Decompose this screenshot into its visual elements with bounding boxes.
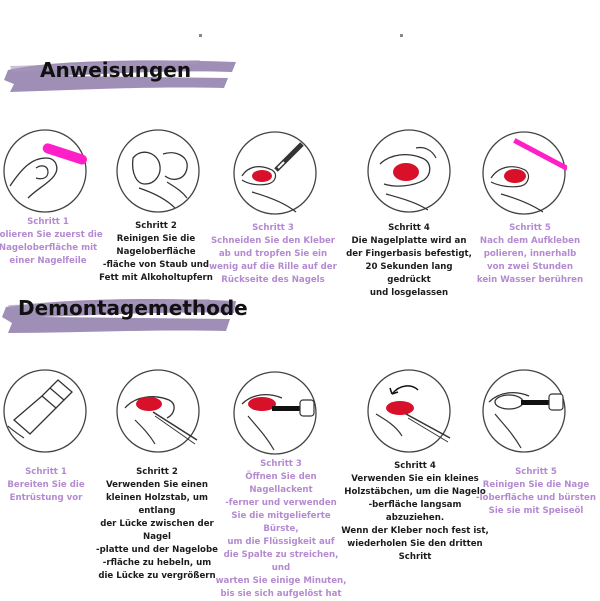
step-caption: Schritt 4 Verwenden Sie ein kleines Holz… bbox=[340, 460, 490, 564]
step-label: Schritt 2 bbox=[136, 467, 178, 477]
step-text: Bereiten Sie die Entrüstung vor bbox=[7, 480, 85, 503]
step-caption: Schritt 3 Öffnen Sie den Nagellackent -f… bbox=[214, 458, 348, 601]
step-text: Verwenden Sie ein kleines Holzstäbchen, … bbox=[341, 474, 489, 562]
step-label: Schritt 4 bbox=[388, 223, 430, 233]
step-label: Schritt 4 bbox=[394, 461, 436, 471]
brush-remover-icon bbox=[233, 371, 317, 455]
step-label: Schritt 5 bbox=[515, 467, 557, 477]
step-caption: Schritt 4 Die Nagelplatte wird an der Fi… bbox=[345, 222, 473, 300]
step-caption: Schritt 2 Verwenden Sie einen kleinen Ho… bbox=[93, 466, 221, 583]
step-caption: Schritt 3 Schneiden Sie den Kleber ab un… bbox=[209, 222, 337, 287]
step-label: Schritt 2 bbox=[135, 221, 177, 231]
step-label: Schritt 5 bbox=[509, 223, 551, 233]
step-caption: Schritt 5 Reinigen Sie die Nage -loberfl… bbox=[472, 466, 600, 518]
oil-brush-icon bbox=[482, 369, 566, 453]
alcohol-wipe-icon bbox=[116, 129, 200, 213]
nail-file-icon bbox=[3, 129, 87, 213]
step-text: Polieren Sie zuerst die Nageloberfläche … bbox=[0, 230, 103, 266]
step-text: Reinigen Sie die Nageloberfläche -fläche… bbox=[99, 234, 213, 283]
buff-nail-icon bbox=[482, 131, 567, 215]
glue-application-icon bbox=[233, 131, 317, 215]
step-label: Schritt 3 bbox=[252, 223, 294, 233]
decorative-dot bbox=[400, 34, 403, 37]
step-caption: Schritt 1 Polieren Sie zuerst die Nagelo… bbox=[0, 216, 112, 268]
press-nail-icon bbox=[367, 129, 451, 213]
step-label: Schritt 1 bbox=[25, 467, 67, 477]
step-text: Die Nagelplatte wird an der Fingerbasis … bbox=[346, 236, 472, 298]
heading-brush-stroke bbox=[2, 299, 236, 333]
heading-brush-stroke bbox=[4, 60, 236, 92]
step-text: Öffnen Sie den Nagellackent -ferner und … bbox=[215, 472, 347, 599]
step-text: Reinigen Sie die Nage -loberfläche und b… bbox=[476, 480, 596, 516]
remover-bottle-icon bbox=[3, 369, 87, 453]
section-title-instructions: Anweisungen bbox=[40, 58, 192, 82]
step-label: Schritt 1 bbox=[27, 217, 69, 227]
step-text: Verwenden Sie einen kleinen Holzstab, um… bbox=[96, 480, 218, 581]
step-caption: Schritt 5 Nach dem Aufkleben polieren, i… bbox=[466, 222, 594, 287]
peel-nail-icon bbox=[367, 369, 451, 453]
step-caption: Schritt 1 Bereiten Sie die Entrüstung vo… bbox=[0, 466, 110, 505]
section-title-removal: Demontagemethode bbox=[18, 296, 248, 320]
decorative-dot bbox=[199, 34, 202, 37]
step-text: Nach dem Aufkleben polieren, innerhalb v… bbox=[476, 236, 584, 285]
step-label: Schritt 3 bbox=[260, 459, 302, 469]
wooden-stick-icon bbox=[116, 369, 200, 453]
step-caption: Schritt 2 Reinigen Sie die Nageloberfläc… bbox=[92, 220, 220, 285]
step-text: Schneiden Sie den Kleber ab und tropfen … bbox=[209, 236, 337, 285]
